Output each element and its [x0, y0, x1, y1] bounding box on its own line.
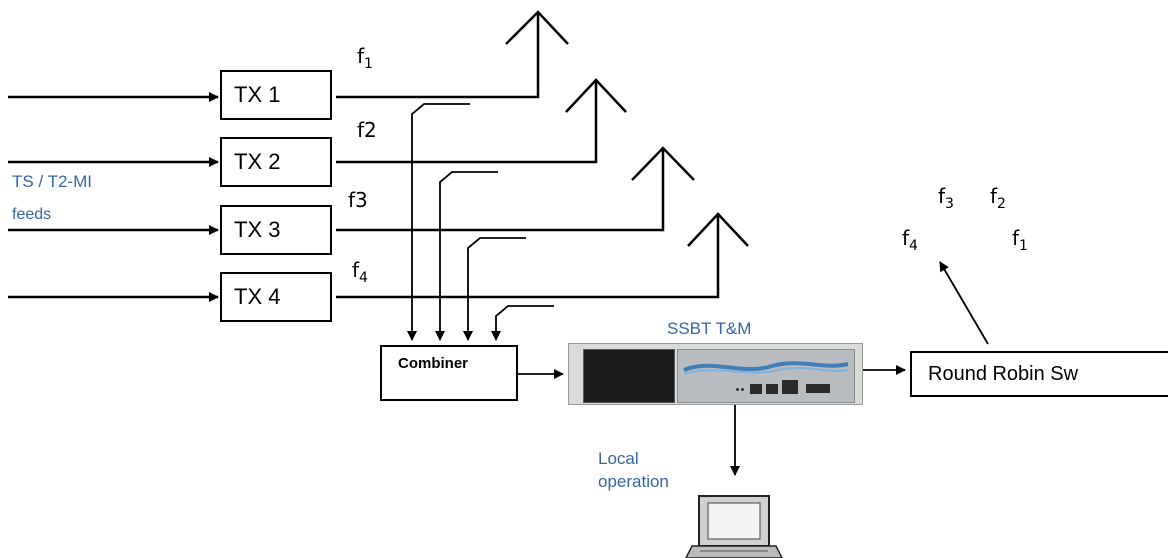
cycle-frequency-f2: f2 — [990, 184, 1006, 212]
device-screen — [583, 349, 675, 403]
tx-3-box: TX 3 — [220, 205, 332, 255]
frequency-label-3: f3 — [348, 188, 368, 212]
antenna-icon — [631, 146, 695, 181]
tx3-output-line — [336, 150, 665, 232]
local-operation-line2: operation — [598, 472, 669, 491]
tx-label: TX 1 — [234, 82, 281, 107]
round-robin-label: Round Robin Sw — [928, 362, 1079, 385]
feeds-label-line2: feeds — [12, 206, 52, 223]
combiner-label: Combiner — [398, 355, 469, 372]
cycle-frequency-f4: f4 — [902, 226, 918, 254]
frequency-label-2: f2 — [357, 118, 377, 142]
tx-2-box: TX 2 — [220, 137, 332, 187]
local-operation-line1: Local — [598, 449, 639, 468]
coupler-line-3 — [463, 237, 526, 341]
device-label: SSBT T&M — [667, 319, 752, 338]
tx1-output-line — [336, 14, 540, 99]
tx2-output-line — [336, 82, 598, 164]
tx-1-box: TX 1 — [220, 70, 332, 120]
frequency-label-4: f4 — [352, 258, 368, 286]
tx-4-box: TX 4 — [220, 272, 332, 322]
device-front-panel — [677, 349, 855, 403]
cycle-frequency-f1: f1 — [1012, 226, 1028, 254]
antenna-icon — [687, 212, 749, 247]
laptop-icon — [685, 495, 783, 558]
frequency-label-1: f1 — [357, 44, 373, 72]
combiner-box: Combiner — [380, 345, 518, 401]
coupler-line-4 — [491, 305, 554, 341]
antenna-icon — [505, 10, 569, 45]
coupler-line-2 — [435, 171, 498, 341]
switch-cycle-arrow — [939, 261, 989, 345]
tx-label: TX 3 — [234, 217, 281, 242]
device-logo-wave — [683, 361, 849, 375]
tx4-output-line — [336, 216, 720, 299]
feeds-label-line1: TS / T2-MI — [12, 172, 92, 191]
antenna-icon — [565, 78, 627, 113]
tx-label: TX 4 — [234, 284, 281, 309]
tx-label: TX 2 — [234, 149, 281, 174]
rack-device-icon — [568, 343, 863, 405]
cycle-frequency-f3: f3 — [938, 184, 954, 212]
round-robin-switch-box: Round Robin Sw — [910, 351, 1168, 397]
coupler-line-1 — [407, 103, 470, 341]
